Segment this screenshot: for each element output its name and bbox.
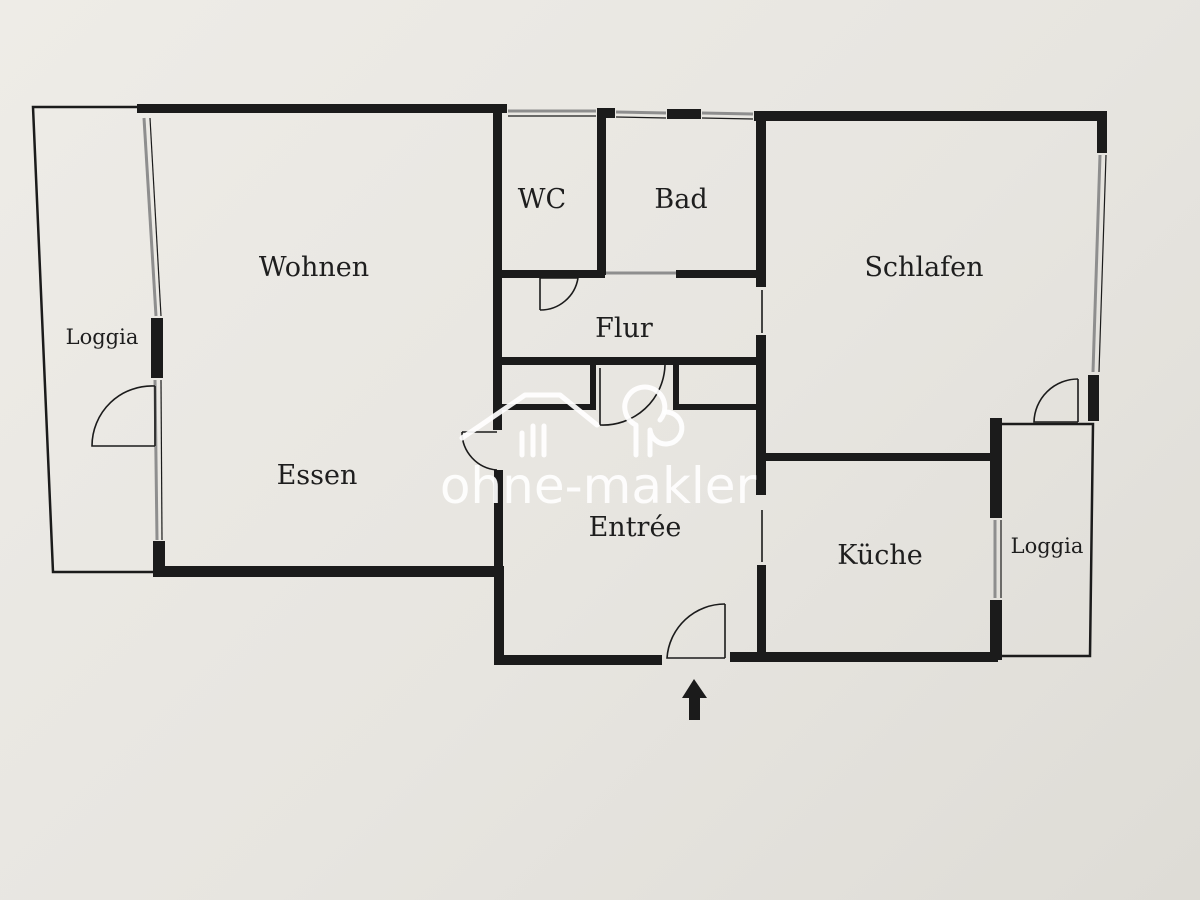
room-label-bad: Bad	[654, 184, 707, 215]
door-loggia-left	[91, 385, 156, 447]
watermark-text: ohne-makler	[440, 457, 757, 515]
room-labels: Wohnen Essen Loggia WC Bad Flur Entrée S…	[66, 184, 1084, 571]
room-label-kueche: Küche	[837, 540, 922, 571]
room-label-entree: Entrée	[589, 512, 682, 543]
doors	[91, 277, 1079, 659]
walls	[137, 104, 1107, 665]
door-wc	[539, 277, 579, 311]
loggia-left-outline	[31, 105, 160, 574]
windows	[142, 109, 1107, 598]
loggia-right-outline	[1000, 422, 1095, 658]
watermark-logo: ohne-makler	[440, 384, 757, 515]
room-label-loggia-right: Loggia	[1011, 534, 1084, 558]
room-label-wohnen: Wohnen	[259, 252, 369, 283]
room-label-wc: WC	[518, 184, 566, 215]
door-loggia-right	[1033, 378, 1079, 423]
entrance-arrow-icon	[682, 679, 707, 720]
room-label-loggia-left: Loggia	[66, 325, 139, 349]
room-label-essen: Essen	[277, 460, 358, 491]
room-label-flur: Flur	[595, 313, 653, 344]
door-flur	[599, 364, 666, 426]
door-entrance	[666, 603, 726, 659]
room-label-schlafen: Schlafen	[864, 252, 983, 283]
